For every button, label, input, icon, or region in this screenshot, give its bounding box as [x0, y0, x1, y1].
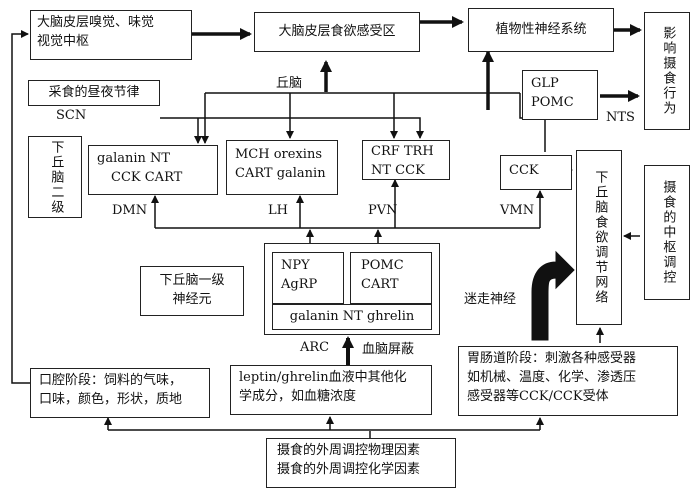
pvn-label: PVN [368, 203, 398, 218]
vagus-label: 迷走神经 [464, 292, 517, 307]
cortex-sensory-line2: 视觉中枢 [37, 33, 90, 49]
gi-box: 胃肠道阶段：刺激各种感受器 如机械、温度、化学、渗透压 感受器等CCK/CCK受… [458, 346, 678, 416]
dmn-box: galanin NT CCK CART [88, 145, 218, 195]
glp-line2: POMC [531, 94, 574, 110]
pomc-line2: CART [361, 276, 399, 292]
cortex-appetite-label: 大脑皮层食欲感受区 [278, 23, 396, 39]
primary-line1: 下丘脑一级 [159, 273, 225, 289]
npy-line1: NPY [281, 258, 310, 273]
glp-line1: GLP [531, 76, 559, 91]
thalamus-label: 丘脑 [276, 76, 303, 91]
primary-box: 下丘脑一级 神经元 [140, 266, 244, 316]
npy-line2: AgRP [281, 276, 318, 292]
feedback-line [11, 30, 30, 384]
behavior-label: 影响摄食行为 [660, 26, 676, 116]
oral-box: 口腔阶段：饲料的气味， 口味，颜色，形状，质地 [30, 368, 210, 418]
pvn-line2: NT CCK [371, 162, 425, 178]
autonomic-box: 植物性神经系统 [468, 8, 614, 52]
arc-bottom-box: galanin NT ghrelin [272, 304, 432, 330]
cortex-sensory-box: 大脑皮层嗅觉、味觉 视觉中枢 [30, 10, 192, 60]
arc-bottom-label: galanin NT ghrelin [289, 308, 415, 324]
secondary-label: 下丘脑二级 [48, 139, 64, 215]
behavior-box: 影响摄食行为 [644, 12, 690, 130]
peripheral-line1: 摄食的外周调控物理因素 [277, 443, 421, 458]
lh-line1: MCH orexins [235, 147, 322, 162]
regulation-label: 下丘脑食欲调节网络 [592, 170, 608, 305]
gi-line2: 如机械、温度、化学、渗透压 [467, 369, 637, 385]
blood-box: leptin/ghrelin血液中其他化 学成分，如血糖浓度 [230, 365, 432, 415]
vmn-box: CCK [500, 155, 572, 190]
oral-line1: 口腔阶段：饲料的气味， [39, 373, 183, 388]
central-control-box: 摄食的中枢调控 [644, 165, 690, 300]
blood-line2: 学成分，如血糖浓度 [239, 388, 357, 404]
vmn-line1: CCK [509, 163, 539, 178]
blood-line1: leptin/ghrelin血液中其他化 [239, 370, 407, 385]
regulation-box: 下丘脑食欲调节网络 [576, 150, 622, 325]
peripheral-box: 摄食的外周调控物理因素 摄食的外周调控化学因素 [266, 438, 456, 488]
rhythm-label: 采食的昼夜节律 [48, 84, 140, 100]
lh-line2: CART galanin [235, 165, 326, 181]
lh-label: LH [268, 203, 288, 218]
dmn-line2: CCK CART [111, 169, 183, 185]
primary-line2: 神经元 [172, 292, 212, 307]
scn-label: SCN [56, 108, 87, 123]
npy-box: NPY AgRP [272, 252, 344, 304]
dmn-line1: galanin NT [97, 151, 171, 166]
cortex-appetite-box: 大脑皮层食欲感受区 [254, 12, 420, 52]
cortex-sensory-line1: 大脑皮层嗅觉、味觉 [37, 15, 155, 30]
vmn-label: VMN [500, 203, 535, 218]
bbb-label: 血脑屏蔽 [362, 342, 415, 357]
autonomic-label: 植物性神经系统 [495, 21, 587, 37]
peripheral-line2: 摄食的外周调控化学因素 [277, 461, 421, 477]
dmn-label: DMN [112, 203, 148, 218]
gi-line1: 胃肠道阶段：刺激各种感受器 [467, 351, 637, 366]
rhythm-box: 采食的昼夜节律 [28, 80, 160, 106]
central-control-label: 摄食的中枢调控 [660, 180, 676, 285]
oral-line2: 口味，颜色，形状，质地 [39, 391, 183, 407]
glp-box: GLP POMC [522, 70, 598, 120]
pomc-line1: POMC [361, 258, 404, 273]
pomc-box: POMC CART [350, 252, 432, 304]
secondary-box: 下丘脑二级 [28, 136, 82, 218]
pvn-line1: CRF TRH [371, 144, 434, 159]
arc-label: ARC [300, 340, 330, 355]
vagus-arrow [531, 250, 575, 341]
pvn-box: CRF TRH NT CCK [362, 140, 450, 180]
lh-box: MCH orexins CART galanin [226, 140, 338, 195]
nts-label: NTS [606, 110, 635, 125]
gi-line3: 感受器等CCK/CCK受体 [467, 388, 609, 404]
